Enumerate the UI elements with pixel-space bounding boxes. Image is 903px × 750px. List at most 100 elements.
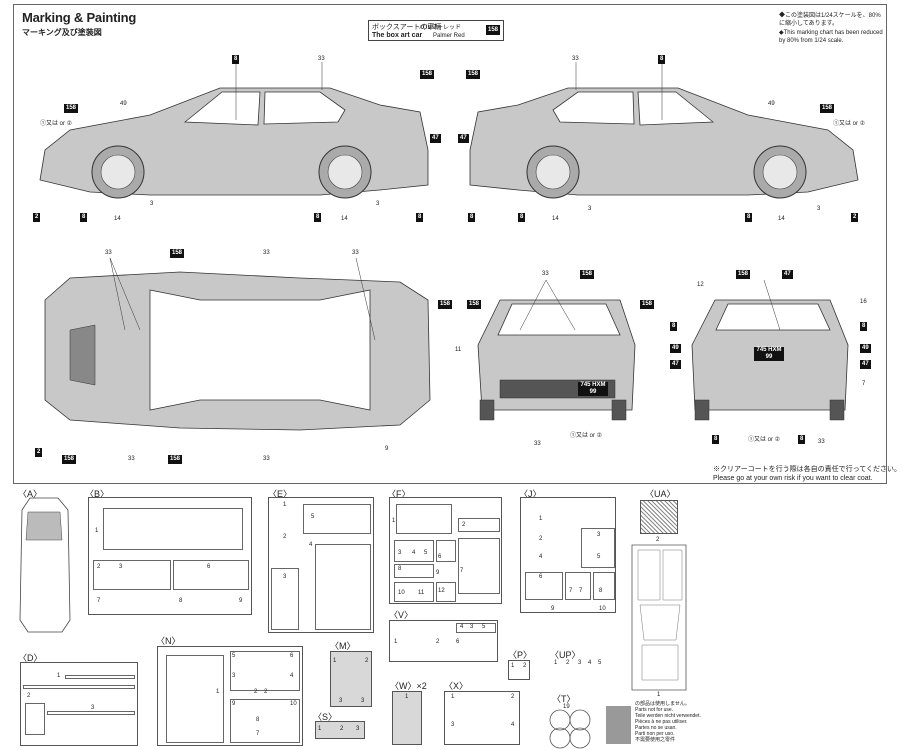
part-box [65,675,135,679]
part-number: 1 [405,694,409,700]
callout-33: 33 [572,56,579,62]
callout-8: 8 [80,213,88,222]
not-used-swatch [606,706,631,744]
panel-b: 1 2 3 6 7 8 9 [88,497,252,615]
callout-8: 8 [712,435,720,444]
panel-label-d: 〈D〉 [18,653,43,663]
panel-label-up: 〈UP〉 [550,650,581,660]
part-number: 5 [232,653,236,659]
callout-16: 16 [860,299,867,305]
part-number: 6 [207,564,211,570]
callout-or: ①又は or ② [748,437,781,443]
panel-up: 1 2 3 4 5 [552,660,608,680]
part-number: 2 [264,689,268,695]
part-number: 12 [438,588,445,594]
part-number: 10 [398,590,405,596]
part-box [565,572,591,600]
callout-158: 158 [168,455,183,464]
part-number: 1 [554,660,558,666]
part-number: 9 [232,701,236,707]
callout-2: 2 [33,213,41,222]
callout-8: 8 [314,213,322,222]
part-number: 5 [482,624,486,630]
callout-9: 9 [385,446,389,452]
callout-8: 8 [232,55,240,64]
callout-14: 14 [341,216,348,222]
part-box [315,544,371,630]
part-number: 2 [365,658,369,664]
callout-47: 47 [670,360,681,369]
part-number: 2 [539,536,543,542]
panel-n: 1 5 6 3 4 2 2 9 10 8 7 [157,646,303,746]
callout-14: 14 [778,216,785,222]
callout-3: 3 [376,201,380,207]
callout-12: 12 [697,282,704,288]
clear-coat-note: ※クリアーコートを行う際は各自の責任で行ってください。 Please go at… [713,465,901,483]
part-number: 1 [394,639,398,645]
part-box [25,703,45,735]
callout-47: 47 [782,270,793,279]
panel-e: 1 5 2 3 4 [268,497,374,633]
part-number: 4 [309,542,313,548]
part-number: 1 [511,663,515,669]
part-number: 6 [539,574,543,580]
front-plate: 745 HXM 99 [578,382,608,396]
part-number: 6 [290,653,294,659]
part-number: 1 [539,516,543,522]
callout-158: 158 [467,300,482,309]
boxart-color-jp: パルマーレッド [419,25,462,31]
part-number: 2 [511,694,515,700]
callout-14: 14 [114,216,121,222]
panel-label-t: 〈T〉 [552,694,576,704]
callout-3: 3 [817,206,821,212]
part-number: 4 [511,722,515,728]
callout-2: 2 [851,213,859,222]
part-number: 8 [179,598,183,604]
part-number: 2 [340,726,344,732]
clear-coat-note-en: Please go at your own risk if you want t… [713,475,873,482]
part-box [394,582,434,602]
part-number: 7 [256,731,260,737]
part-number: 3 [283,574,287,580]
page-subtitle: マーキング及び塗装図 [22,28,102,37]
boxart-en: The box art car [372,32,423,39]
callout-14: 14 [552,216,559,222]
part-box [394,540,434,562]
callout-33: 33 [352,250,359,256]
part-number: 3 [361,698,365,704]
scale-note-jp: ◆この塗装図は1/24スケールを、80%に縮小してあります。 [779,13,881,27]
callout-49: 49 [120,101,127,107]
panel-w: 1 [392,691,422,745]
part-number: 1 [216,689,220,695]
callout-158: 158 [640,300,655,309]
part-box [436,540,456,562]
callout-33: 33 [534,441,541,447]
not-used-jp: の部品は使用しません。 [635,701,690,707]
callout-158: 158 [736,270,751,279]
panel-label-v: 〈V〉 [389,610,414,620]
callout-8: 8 [468,213,476,222]
panel-label-ua: 〈UA〉 [645,489,676,499]
callout-8: 8 [670,322,678,331]
part-number: 7 [579,588,583,594]
callout-47: 47 [860,360,871,369]
callout-8: 8 [860,322,868,331]
callout-33: 33 [818,439,825,445]
part-number: 9 [239,598,243,604]
panel-p: 1 2 [508,660,530,680]
part-number: 1 [392,518,396,524]
part-number: 3 [470,624,474,630]
part-number: 5 [597,554,601,560]
part-box [458,538,500,594]
part-box [396,504,452,534]
part-number: 1 [333,658,337,664]
part-number: 10 [290,701,297,707]
callout-33: 33 [263,250,270,256]
part-number: 7 [460,568,464,574]
callout-33: 33 [105,250,112,256]
not-used-it: Parti non per uso. [635,731,675,737]
callout-158: 158 [62,455,77,464]
page-title: Marking & Painting [22,10,137,25]
part-number: 2 [566,660,570,666]
